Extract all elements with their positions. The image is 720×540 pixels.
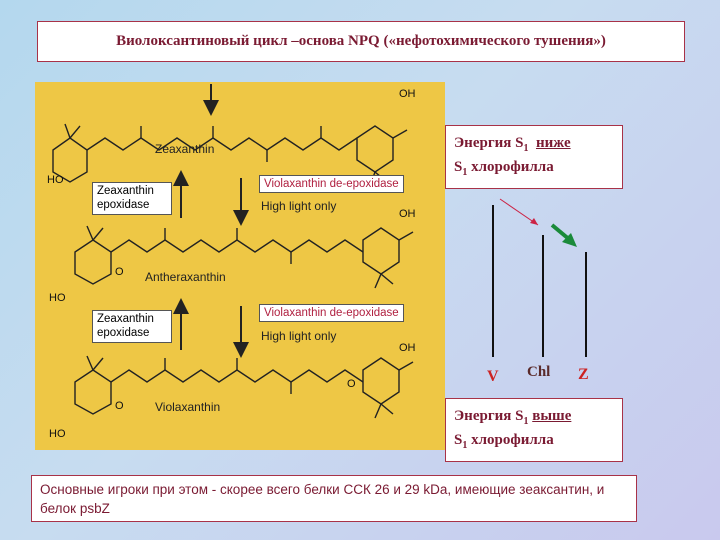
slide-title: Виолоксантиновый цикл –основа NPQ («нефо… xyxy=(116,33,606,49)
oh-label-2: OH xyxy=(399,208,416,220)
violaxanthin-de-epoxidase-box-1: Violaxanthin de-epoxidase xyxy=(259,175,404,194)
z-level-label: Z xyxy=(578,366,589,383)
lower-note-sub: 1 xyxy=(523,416,529,427)
v-level-label: V xyxy=(487,368,499,385)
energy-lower-note: Энергия S1 ниже S1 хлорофилла xyxy=(445,125,623,189)
upper-note-sub: 1 xyxy=(523,143,529,154)
footer-note-box: Основные игроки при этом - скорее всего … xyxy=(31,475,637,522)
violaxanthin-cycle-figure: OH HO Zeaxanthin Zeaxanthin epoxidase Vi… xyxy=(35,82,445,450)
o-label-3a: O xyxy=(347,378,356,390)
violaxanthin-de-epoxidase-box-2: Violaxanthin de-epoxidase xyxy=(259,304,404,323)
lower-note-line2: S1 хлорофилла xyxy=(454,429,614,453)
zeaxanthin-epoxidase-box-1: Zeaxanthin epoxidase xyxy=(92,182,172,215)
upper-note-line2-sub: 1 xyxy=(462,167,468,178)
upper-note-emph: ниже xyxy=(535,135,571,151)
lower-note-emph: выше xyxy=(532,408,572,424)
lower-note-prefix: Энергия S xyxy=(454,408,524,424)
antheraxanthin-label: Antheraxanthin xyxy=(145,270,226,284)
lower-note-line2-prefix: S xyxy=(454,432,463,448)
ho-label-3: HO xyxy=(49,428,66,440)
upper-note-line1: Энергия S1 ниже xyxy=(454,132,614,156)
lower-note-line1: Энергия S1 выше xyxy=(454,405,614,429)
o-label-3b: O xyxy=(115,400,124,412)
upper-note-prefix: Энергия S xyxy=(454,135,524,151)
transfer-arrowhead-chl-to-z xyxy=(562,233,577,247)
lower-note-line2-sub: 1 xyxy=(462,440,468,451)
ho-label-1: HO xyxy=(47,174,64,186)
transfer-arrowhead-v-to-chl xyxy=(530,218,538,225)
o-label-2: O xyxy=(115,266,124,278)
lower-note-line2-rest: хлорофилла xyxy=(467,432,554,448)
upper-note-line2-rest: хлорофилла xyxy=(467,159,554,175)
energy-levels-diagram xyxy=(492,198,587,357)
violaxanthin-structure xyxy=(74,355,414,419)
antheraxanthin-structure xyxy=(74,225,414,289)
upper-note-line2-prefix: S xyxy=(454,159,463,175)
high-light-only-1: High light only xyxy=(261,199,337,213)
zeaxanthin-epoxidase-box-2: Zeaxanthin epoxidase xyxy=(92,310,172,343)
zeaxanthin-structure xyxy=(52,123,408,187)
footer-note: Основные игроки при этом - скорее всего … xyxy=(40,482,605,516)
chl-level-label: Chl xyxy=(527,364,551,380)
upper-note-line2: S1 хлорофилла xyxy=(454,156,614,180)
oh-label-1: OH xyxy=(399,88,416,100)
high-light-only-2: High light only xyxy=(261,329,337,343)
cycle-drawing xyxy=(52,84,414,419)
title-box: Виолоксантиновый цикл –основа NPQ («нефо… xyxy=(37,21,685,62)
transfer-arrow-v-to-chl xyxy=(499,198,539,226)
energy-higher-note: Энергия S1 выше S1 хлорофилла xyxy=(445,398,623,462)
ho-label-2: HO xyxy=(49,292,66,304)
violaxanthin-label: Violaxanthin xyxy=(155,400,221,414)
zeaxanthin-label: Zeaxanthin xyxy=(155,142,215,156)
oh-label-3: OH xyxy=(399,342,416,354)
